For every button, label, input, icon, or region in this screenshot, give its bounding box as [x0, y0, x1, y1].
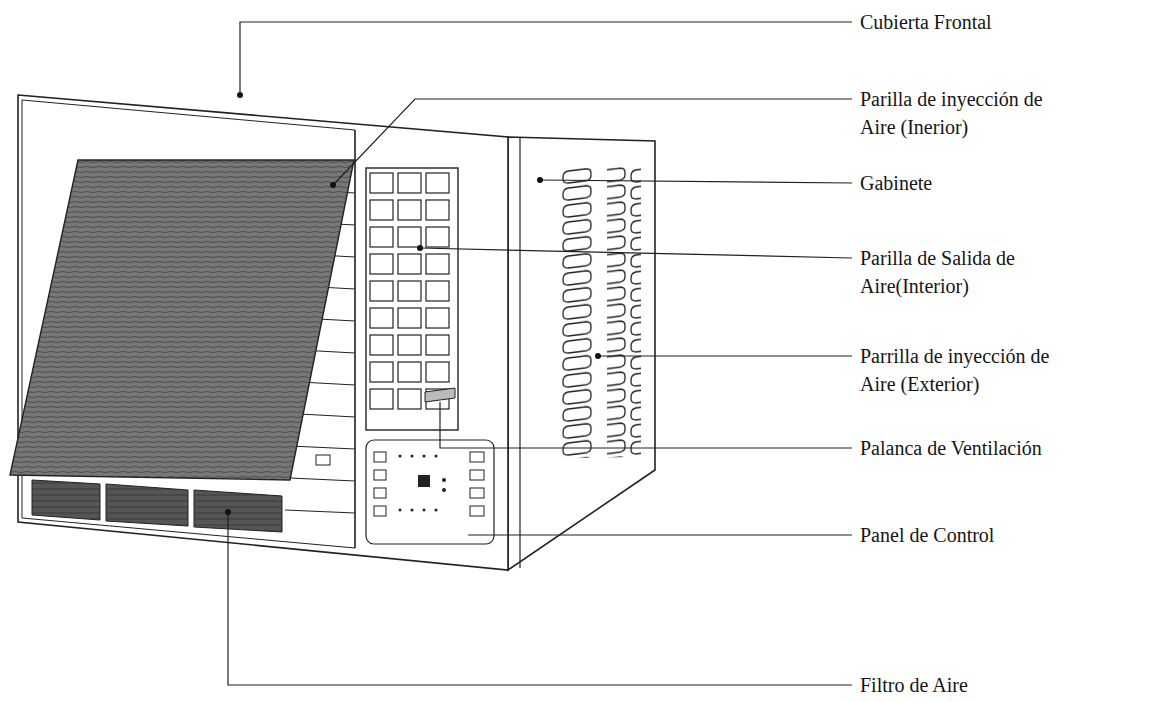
part-label: Panel de Control	[858, 521, 996, 549]
front-flap	[10, 160, 354, 480]
leader-line	[228, 22, 852, 685]
part-label: Parilla de Salida de Aire(Interior)	[858, 244, 1067, 300]
latch	[316, 455, 330, 465]
control-buttons	[374, 452, 484, 516]
vent-lever	[425, 388, 455, 402]
side-slots	[607, 167, 641, 458]
side-slots	[560, 168, 594, 459]
part-label: Filtro de Aire	[858, 671, 970, 699]
cabinet-side	[508, 137, 655, 570]
control-indicators	[399, 455, 447, 512]
cabinet-edge	[519, 138, 520, 568]
part-label: Cubierta Frontal	[858, 8, 994, 36]
control-panel	[366, 440, 494, 544]
leader-dot	[225, 92, 601, 515]
part-label: Palanca de Ventilación	[858, 434, 1044, 462]
outlet-grille	[368, 170, 452, 413]
part-label: Parrilla de inyección de Aire (Exterior)	[858, 342, 1067, 398]
part-label: Parilla de inyección de Aire (Inerior)	[858, 85, 1067, 141]
part-label: Gabinete	[858, 169, 934, 197]
outlet-grille-frame	[366, 168, 458, 430]
air-filter	[32, 480, 282, 532]
